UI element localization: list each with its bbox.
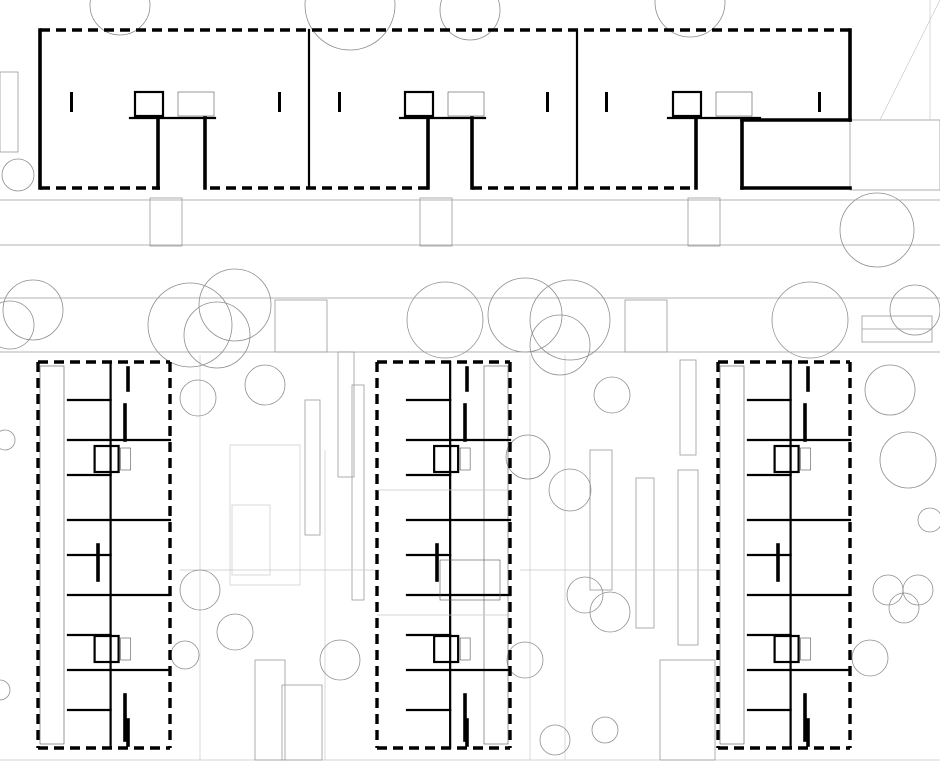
tree-canopy: [872, 574, 904, 606]
core: [773, 634, 800, 664]
tree-canopy: [170, 640, 200, 670]
tree-canopy: [147, 282, 233, 368]
tree-canopy: [216, 613, 254, 651]
core: [433, 634, 460, 664]
stair: [459, 637, 471, 661]
core: [93, 634, 120, 664]
tree-canopy: [439, 0, 501, 41]
tree-canopy: [529, 279, 611, 361]
stair: [800, 447, 811, 471]
north-core-1: [128, 90, 217, 190]
tree-canopy: [179, 569, 221, 611]
tree-canopy: [505, 434, 551, 480]
stair: [800, 637, 811, 661]
north-core-3: [666, 90, 762, 190]
south-block-2: [375, 360, 512, 750]
tree-canopy: [548, 468, 592, 512]
core: [93, 444, 120, 474]
tree-canopy: [917, 507, 940, 533]
tree-canopy: [529, 314, 591, 376]
tree-canopy: [487, 277, 563, 353]
tree-canopy: [864, 364, 916, 416]
north-core-2: [398, 90, 487, 190]
stair: [120, 637, 131, 661]
core: [433, 444, 460, 474]
tree-canopy: [0, 300, 35, 350]
tree-canopy: [406, 281, 484, 359]
tree-canopy: [654, 0, 726, 38]
tree-canopy: [2, 279, 64, 341]
tree-canopy: [591, 716, 619, 744]
tree-canopy: [889, 284, 940, 336]
tree-canopy: [902, 574, 934, 606]
tree-canopy: [304, 0, 396, 51]
tree-canopy: [593, 376, 631, 414]
stair: [120, 447, 131, 471]
tree-canopy: [319, 639, 361, 681]
tree-canopy: [1, 158, 35, 192]
tree-canopy: [879, 431, 937, 489]
tree-canopy: [183, 301, 251, 369]
balcony-strip: [719, 365, 745, 745]
tree-canopy: [0, 429, 16, 451]
tree-canopy: [839, 192, 915, 268]
tree-canopy: [771, 281, 849, 359]
balcony-strip: [39, 365, 65, 745]
tree-canopy: [506, 641, 544, 679]
south-block-3: [716, 360, 852, 750]
south-block-1: [36, 360, 172, 750]
tree-canopy: [539, 724, 571, 756]
tree-canopy: [89, 0, 151, 36]
stair: [439, 559, 501, 601]
tree-canopy: [851, 639, 889, 677]
tree-canopy: [244, 364, 286, 406]
north-building: [38, 28, 852, 190]
tree-canopy: [589, 591, 631, 633]
balcony-strip: [483, 365, 509, 745]
tree-canopy: [198, 268, 272, 342]
north-columns: [70, 92, 821, 112]
tree-canopy: [0, 679, 11, 701]
tree-canopy: [888, 592, 920, 624]
tree-canopy: [179, 379, 217, 417]
core: [773, 444, 800, 474]
stair: [459, 447, 471, 471]
tree-canopy: [566, 576, 604, 614]
